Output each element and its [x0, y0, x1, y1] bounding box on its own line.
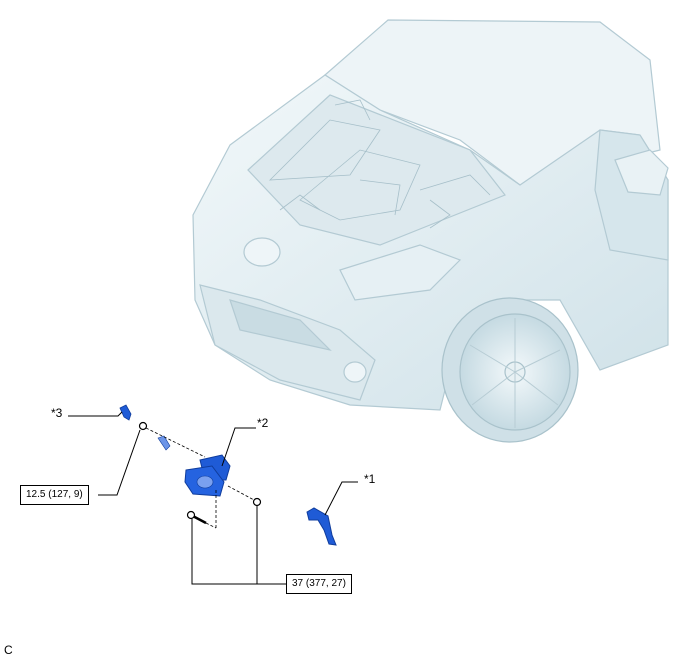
- emblem: [243, 237, 281, 267]
- torque-spec-bolts: 37 (377, 27): [286, 574, 352, 594]
- callout-3: *3: [51, 406, 63, 420]
- vehicle-body: [192, 19, 669, 411]
- hood: [324, 19, 661, 186]
- fastener-nut: [138, 421, 148, 431]
- part-3-bracket: [119, 404, 132, 421]
- fastener-bolt-right: [252, 497, 262, 507]
- engine-detail: [268, 99, 491, 229]
- part-1-bracket: [306, 507, 337, 546]
- front-wheel: [441, 297, 579, 443]
- fastener-bolt-lower: [186, 510, 207, 525]
- part-small-clip: [157, 435, 171, 451]
- callout-1: *1: [364, 472, 376, 486]
- callout-2: *2: [257, 416, 269, 430]
- leader-lines: [68, 411, 358, 585]
- headlight: [339, 244, 462, 301]
- side-mirror: [614, 149, 669, 196]
- grille: [229, 299, 332, 352]
- torque-spec-nut: 12.5 (127, 9): [20, 485, 89, 505]
- assembly-lines: [145, 427, 255, 529]
- corner-code: C: [4, 643, 13, 657]
- part-2-horn-assembly: [184, 454, 231, 497]
- fog-light: [343, 361, 367, 383]
- engine-bay: [247, 94, 506, 246]
